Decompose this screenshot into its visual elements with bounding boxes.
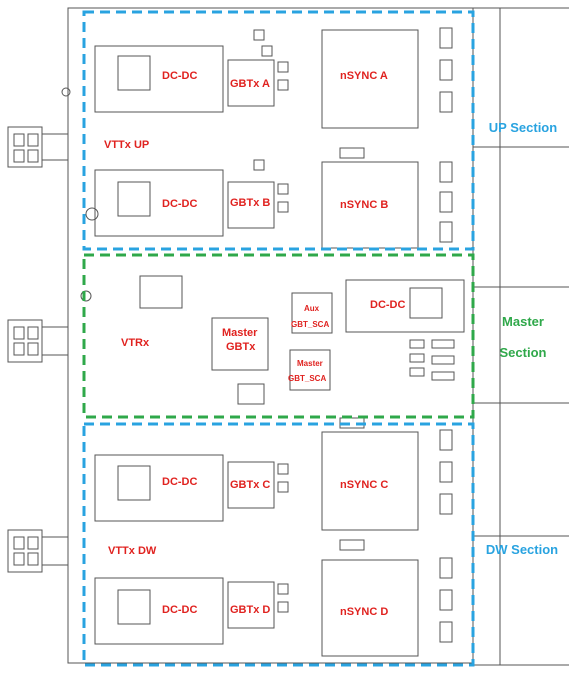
edge-connector-column: [440, 28, 452, 642]
aux-sca-label-1: Aux: [304, 305, 319, 313]
master-section-frame: [84, 255, 473, 417]
connector-vttx-up: [8, 127, 68, 167]
master-sca-label-2: GBT_SCA: [288, 375, 326, 383]
master-ic-small: [140, 276, 182, 308]
dcdc-label-up-a: DC-DC: [162, 71, 197, 82]
led-indicator: [62, 88, 70, 96]
dcdc-module-dw-c: [95, 455, 223, 521]
gbtx-a-label: GBTx A: [230, 79, 270, 90]
gbtx-d-label: GBTx D: [230, 605, 270, 616]
dw-section-label: DW Section: [478, 543, 566, 556]
dcdc-module-up-b: [95, 170, 223, 236]
nsync-c-label: nSYNC C: [340, 480, 388, 491]
dcdc-label-dw-c: DC-DC: [162, 477, 197, 488]
vtrx-label: VTRx: [121, 338, 149, 349]
dcdc-label-master: DC-DC: [370, 300, 405, 311]
nsync-a-label: nSYNC A: [340, 71, 388, 82]
up-section-label: UP Section: [480, 121, 566, 134]
connector-vttx-dw: [8, 530, 68, 572]
vttx-up-label: VTTx UP: [104, 140, 149, 151]
master-sca-chip: [290, 350, 330, 390]
dcdc-module-dw-d: [95, 578, 223, 644]
gbtx-c-label: GBTx C: [230, 480, 270, 491]
master-section-label-1: Master: [480, 315, 566, 328]
master-passives: [238, 340, 454, 404]
connector-vtrx: [8, 320, 68, 362]
led-indicator: [86, 208, 98, 220]
up-section-frame: [84, 12, 473, 249]
dcdc-label-dw-d: DC-DC: [162, 605, 197, 616]
dcdc-module-up-a: [95, 46, 223, 112]
master-gbtx-label-1: Master: [222, 328, 257, 339]
vttx-dw-label: VTTx DW: [108, 546, 156, 557]
gbtx-b-label: GBTx B: [230, 198, 270, 209]
dcdc-label-up-b: DC-DC: [162, 199, 197, 210]
master-sca-label-1: Master: [297, 360, 323, 368]
nsync-b-label: nSYNC B: [340, 200, 388, 211]
nsync-d-label: nSYNC D: [340, 607, 388, 618]
aux-sca-label-2: GBT_SCA: [291, 321, 329, 329]
master-section-label-2: Section: [480, 346, 566, 359]
master-gbtx-label-2: GBTx: [226, 342, 255, 353]
